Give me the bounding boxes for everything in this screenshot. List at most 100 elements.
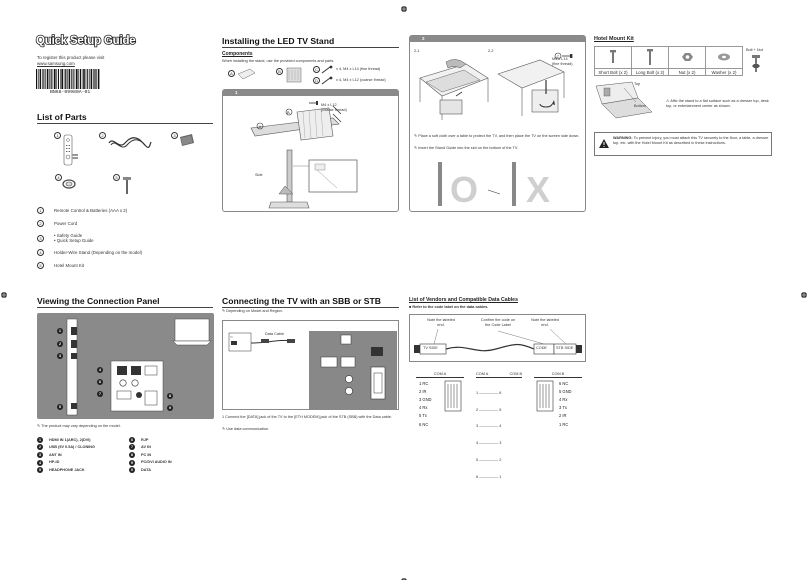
pin: 1 RC: [559, 421, 569, 427]
port-number: 0: [129, 467, 135, 474]
note-right: Note the labeled end.: [531, 318, 559, 327]
components-text: When installing the stand, use the provi…: [222, 59, 335, 63]
list-item: 3 ANT IN: [37, 451, 127, 459]
pinout-head-left: COM A: [476, 372, 489, 376]
port-number: 8: [129, 451, 135, 458]
step2-note1-text: Place a soft cloth over a table to prote…: [418, 134, 580, 138]
tv-side-label: TV SIDE: [423, 346, 438, 350]
port-number: 2: [37, 444, 43, 451]
viewing-panel-rule: [37, 307, 213, 308]
registration-mark-bottom: [400, 572, 408, 580]
registration-mark-left: [0, 286, 8, 299]
step2-note1: ✎ Place a soft cloth over a table to pro…: [414, 134, 584, 139]
list-item: 5 Hotel Mount Kit: [37, 259, 213, 272]
stb-box-label: ▭: [230, 335, 233, 339]
components-label: Components: [222, 51, 253, 57]
note-icon: ✎: [37, 424, 42, 428]
data-cable-label: Data Cable: [265, 332, 284, 336]
pin: 3 Tx: [559, 405, 567, 411]
pin: 5 Tx: [419, 413, 427, 419]
port-label: RJP: [141, 437, 149, 442]
step2-1-label: 2-1: [414, 49, 420, 53]
pinout-head: COM B: [534, 372, 582, 378]
pin: 2 IR: [419, 388, 427, 394]
sbb-diagram: ▭ Data Cable: [222, 320, 399, 410]
note-left: Note the labeled end.: [427, 318, 455, 327]
remote-control-illustration: 1: [54, 132, 78, 170]
step1-screw-text: M4 x L12 (coarse thread): [321, 103, 347, 112]
sbb-instruction2: ✎ Use data communication.: [222, 427, 269, 432]
list-of-parts-heading: List of Parts: [37, 112, 87, 122]
nut-icon-cell: [668, 46, 706, 69]
long-bolt-icon-cell: [631, 46, 669, 69]
step2-2-illustration: C: [497, 52, 573, 116]
barcode: [36, 69, 100, 89]
bolt-nut-label: Bolt + Nut: [746, 48, 763, 52]
port-number: 7: [129, 444, 135, 451]
step1-number: 1: [235, 90, 238, 95]
svg-text:C: C: [557, 54, 560, 59]
crossover-row: 5 ————— 2: [476, 457, 502, 462]
pinout-head: COM A COM B: [476, 372, 522, 378]
warning-triangle-icon: [599, 139, 609, 148]
note-icon: ✎: [414, 134, 419, 138]
port-number: 3: [37, 451, 43, 458]
list-of-parts-rule: [37, 123, 213, 124]
warning-box: WARNING: To prevent injury, you must att…: [594, 132, 772, 156]
long-bolt-label: Long Bolt (x 2): [631, 68, 669, 76]
step2-panel: 2 2-1 2-2 C M4 x L14 (fine thread) ✎ Pla…: [409, 35, 586, 212]
port-number: 1: [37, 436, 43, 443]
list-item: 4 Holder-Wire Stand (Depending on the mo…: [37, 246, 213, 259]
note-mid: Confirm the code on the Code Label: [480, 318, 516, 327]
part-d-label: D: [313, 77, 320, 84]
quick-setup-title: Quick Setup Guide: [35, 34, 136, 48]
warning-icon: ⚠: [666, 99, 670, 103]
pin: 6 NC: [419, 421, 429, 427]
washer-icon-cell: [705, 46, 743, 69]
item-label: Remote Control & Batteries (AAA x 2): [54, 207, 128, 213]
note-icon: ✎: [222, 427, 227, 431]
register-url[interactable]: www.samsung.com: [37, 61, 75, 66]
top-label: Top: [634, 82, 641, 86]
port-number: 6: [129, 436, 135, 443]
connection-panel-illustration: 1 2 3 5 4 6 7 8 9: [37, 313, 214, 419]
list-item: 3 • Safety Guide • Quick Setup Guide: [37, 230, 213, 246]
barcode-text: BN68-09980A-01: [50, 90, 91, 95]
step1-panel: 1 B A M4 x L12 (coarse thread) Side: [222, 89, 399, 212]
side-view-illustration: [268, 149, 358, 209]
step2-1-illustration: [419, 59, 489, 120]
register-text: To register this product please visit: [37, 55, 105, 60]
port-label: ANT IN: [49, 452, 62, 457]
item-number: 4: [37, 249, 44, 256]
step2-2-label: 2-2: [488, 49, 494, 53]
step2-number: 2: [422, 36, 425, 41]
item-number: 3: [37, 234, 44, 242]
bullet-icon: ■: [409, 305, 413, 309]
list-item: 2 Power Cord: [37, 217, 213, 230]
port-label: HDMI IN 1(ARC), 2(DVI): [49, 437, 91, 442]
safety-guide-illustration: 3: [171, 132, 199, 148]
item-label: • Safety Guide: [54, 232, 83, 238]
part-a-label: A: [228, 70, 235, 77]
port-number: 5: [37, 467, 43, 474]
crossover-row: 6 ————— 1: [476, 474, 502, 479]
pin: 4 Rx: [419, 405, 428, 411]
crossover-row: 1 ————— 6: [476, 390, 502, 395]
note-icon: ✎: [222, 309, 227, 313]
list-item: 0 DATA: [129, 466, 213, 474]
pinout-head-right: COM B: [509, 372, 522, 376]
affix-text-content: Affix the stand to a flat surface such a…: [666, 99, 769, 108]
note-icon: ✎: [414, 146, 419, 150]
screw-b-text: x 4, M4 x L12 (coarse thread): [336, 78, 386, 82]
svg-text:X: X: [526, 169, 550, 210]
step2-note2-text: Insert the Stand Guide into the slot on …: [418, 146, 519, 150]
pinout-head: COM A: [416, 372, 464, 378]
pinout-com-a: COM A 1 RC 2 IR 3 GND 4 Rx 5 Tx 6 NC: [416, 372, 464, 427]
item-number: 1: [37, 207, 44, 214]
vendors-bullet: ■ Refer to the code label on the data ca…: [409, 305, 488, 310]
code-label: CODE: [536, 346, 547, 350]
port-label: DATA: [141, 467, 151, 472]
warning-label: WARNING:: [613, 136, 633, 140]
crossover-row: 3 ————— 4: [476, 424, 502, 429]
